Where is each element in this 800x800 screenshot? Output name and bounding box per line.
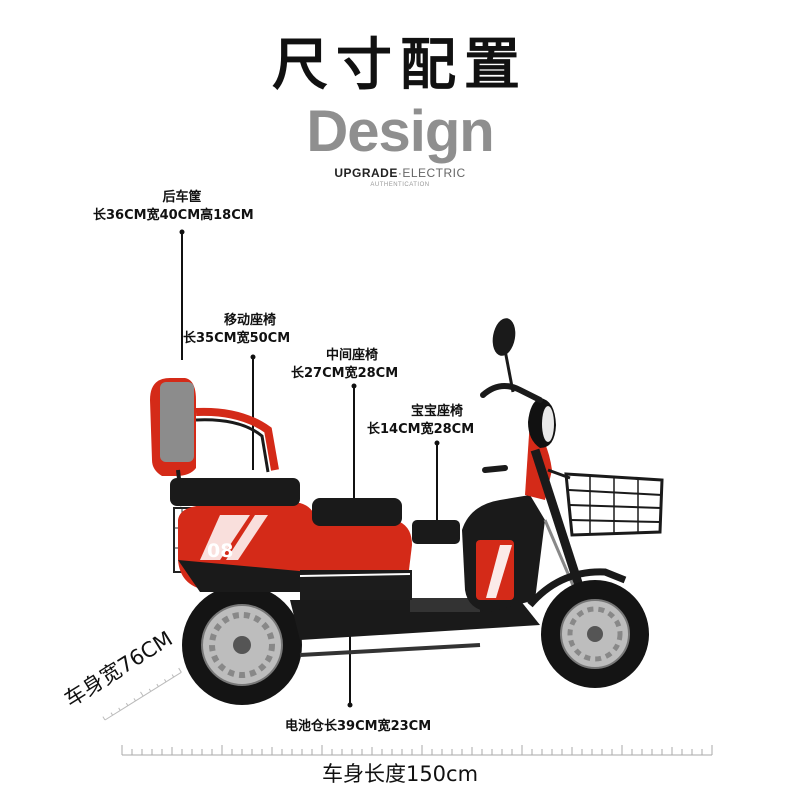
- rear-body-panel: [178, 503, 317, 592]
- handlebar-mirror: [480, 318, 543, 473]
- rear-basket-dims: 长36CM宽40CM高18CM: [93, 208, 254, 223]
- baby-seat-name: 宝宝座椅: [410, 404, 463, 419]
- body-length-label: 车身长度150cm: [321, 762, 479, 786]
- design-heading: Design: [306, 99, 494, 164]
- baby-seat: [412, 520, 460, 544]
- width-ruler: [102, 667, 182, 721]
- front-fairing: [462, 398, 556, 612]
- page-title: 尺寸配置: [272, 33, 528, 98]
- front-basket: [547, 468, 664, 537]
- chassis: [290, 598, 540, 657]
- baby-seat-dims: 长14CM宽28CM: [367, 422, 475, 437]
- panel-number-08: 08: [207, 540, 233, 562]
- upgrade-electric-tagline: UPGRADE·ELECTRIC: [0, 166, 800, 180]
- front-wheel: [527, 568, 649, 688]
- rear-basket-name: 后车筐: [162, 190, 202, 205]
- middle-body-panel: [299, 522, 412, 600]
- movable-seat-name: 移动座椅: [223, 313, 276, 328]
- middle-seat-name: 中间座椅: [325, 348, 378, 363]
- electric-text: ·ELECTRIC: [397, 166, 466, 180]
- movable-seat-dims: 长35CM宽50CM: [183, 331, 291, 346]
- middle-seat-dims: 长27CM宽28CM: [291, 366, 399, 381]
- upgrade-text: UPGRADE: [334, 166, 398, 180]
- battery-label: 电池仓长39CM宽23CM: [285, 719, 432, 734]
- authentication-text: AUTHENTICATION: [370, 182, 430, 188]
- movable-seat: [150, 378, 300, 507]
- rear-wheel: [182, 585, 302, 705]
- length-ruler: [121, 745, 713, 756]
- middle-seat: [312, 498, 402, 526]
